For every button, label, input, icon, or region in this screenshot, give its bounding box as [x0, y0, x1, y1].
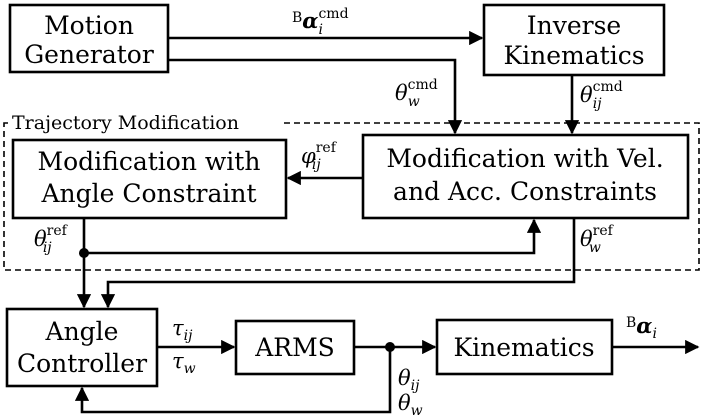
inverse-kinematics-label-line2: Kinematics: [503, 41, 644, 70]
inverse-kinematics-block: Inverse Kinematics: [482, 3, 666, 77]
theta-w-ref-arrow: [100, 218, 576, 309]
mod-angle-label-line2: Angle Constraint: [40, 179, 256, 208]
tau-ij-label: τij: [172, 316, 193, 344]
theta-w-cmd-arrow: [168, 58, 463, 135]
tau-w-label: τw: [172, 349, 196, 377]
junction-dot-theta: [385, 342, 395, 352]
trajectory-modification-label: Trajectory Modification: [12, 112, 239, 134]
theta-ij-ref-feedback-arrow: [84, 218, 542, 255]
angle-controller-block: Angle Controller: [5, 307, 159, 388]
mod-angle-label-line1: Modification with: [38, 147, 261, 176]
motion-generator-label-line2: Generator: [24, 40, 154, 69]
feedback-to-controller-arrow: [74, 347, 392, 414]
theta-w-label: θw: [398, 391, 423, 419]
mod-vel-acc-label-line2: and Acc. Constraints: [393, 177, 657, 206]
arms-block: ARMS: [234, 319, 356, 376]
kinematics-block: Kinematics: [435, 318, 614, 376]
kinematics-label: Kinematics: [453, 333, 594, 362]
inverse-kinematics-label-line1: Inverse: [527, 11, 621, 40]
arms-label: ARMS: [254, 333, 335, 362]
modification-vel-acc-constraints-block: Modification with Vel. and Acc. Constrai…: [361, 133, 690, 220]
trajectory-modification-region: [3, 122, 700, 271]
angle-controller-label-line1: Angle: [45, 317, 119, 346]
motion-generator-label-line1: Motion: [44, 11, 134, 40]
modification-angle-constraint-block: Modification with Angle Constraint: [11, 138, 288, 220]
theta-ij-label: θij: [398, 366, 420, 394]
mod-vel-acc-label-line1: Modification with Vel.: [386, 144, 663, 173]
alpha-output-label: Bαi: [626, 313, 657, 342]
angle-controller-label-line2: Controller: [17, 349, 147, 378]
junction-dot-theta-ij-ref: [79, 248, 89, 258]
motion-generator-block: Motion Generator: [8, 3, 170, 74]
